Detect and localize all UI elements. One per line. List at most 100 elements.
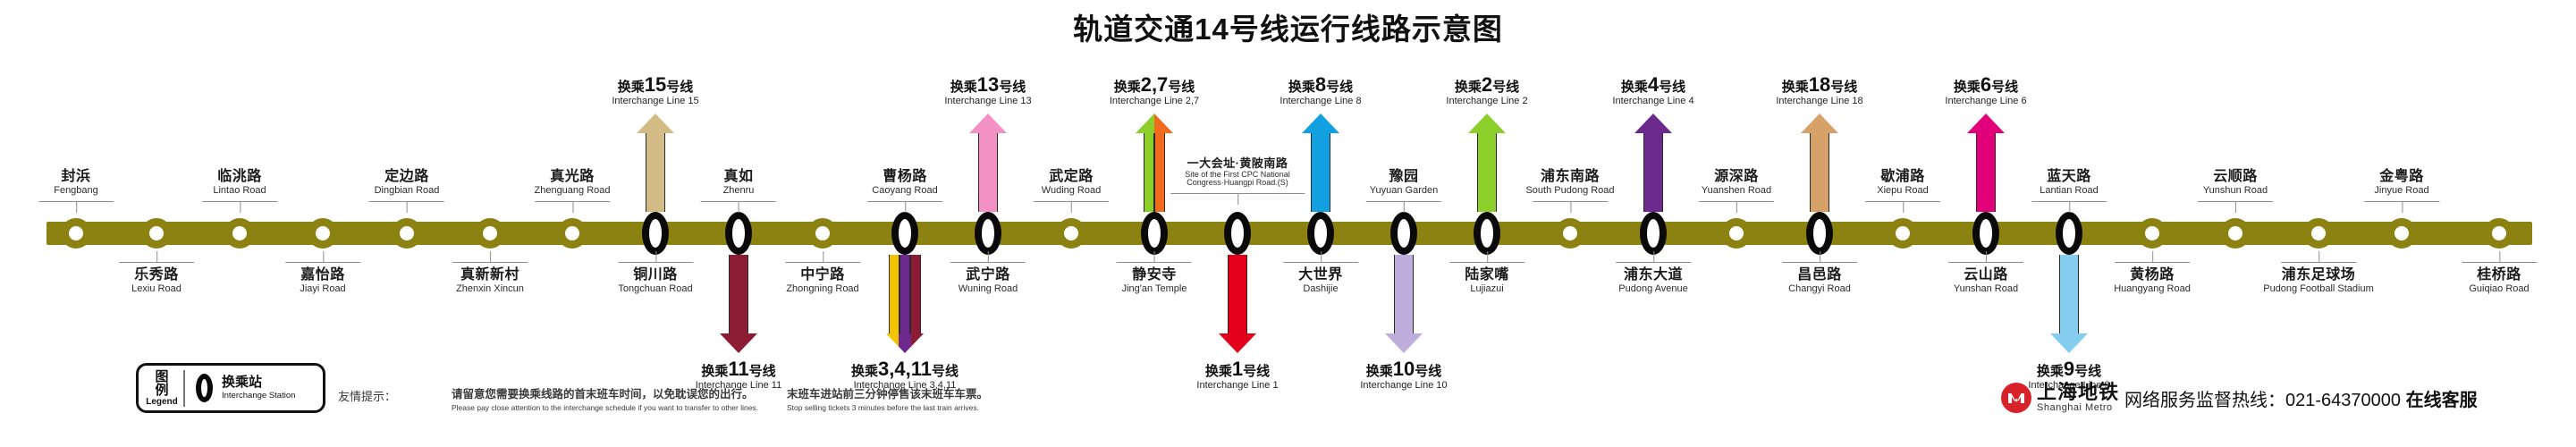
station-dot-icon — [2303, 218, 2334, 249]
station-name-en: Guiqiao Road — [2469, 283, 2530, 294]
station-marker[interactable] — [1640, 212, 1667, 255]
arrow-glyph — [720, 255, 757, 353]
legend-item-en: Interchange Station — [222, 390, 296, 401]
station-dot-icon — [2386, 218, 2417, 249]
label-leader-tick — [489, 251, 491, 263]
station-marker[interactable] — [2220, 218, 2251, 249]
station-marker[interactable] — [2056, 212, 2082, 255]
interchange-label-en: Interchange Line 6 — [1945, 95, 2027, 106]
arrow-glyph — [969, 114, 1007, 212]
station-marker[interactable] — [141, 218, 172, 249]
label-leader-tick — [2152, 251, 2153, 263]
label-leader-tick — [2402, 201, 2403, 214]
label-leader-tick — [1403, 201, 1405, 214]
station-marker[interactable] — [1224, 212, 1251, 255]
station-marker[interactable] — [1141, 212, 1168, 255]
arrow-glyph — [1385, 255, 1423, 353]
station-marker[interactable] — [891, 212, 918, 255]
legend-title-cn-1: 图 — [155, 368, 169, 384]
interchange-arrow-line-1 — [1219, 255, 1256, 353]
station-marker[interactable] — [1888, 218, 1918, 249]
station-name-en: Dingbian Road — [374, 184, 440, 196]
label-leader-tick — [987, 251, 989, 263]
legend-title-en: Legend — [146, 396, 178, 407]
station-marker[interactable] — [2386, 218, 2417, 249]
interchange-arrow-line-13 — [969, 114, 1007, 212]
station-name-en: South Pudong Road — [1525, 184, 1615, 196]
station-marker[interactable] — [1390, 212, 1417, 255]
brand-block: 上海地铁 Shanghai Metro 网络服务监督热线：021-6437000… — [2001, 383, 2478, 413]
station-dot-icon — [2220, 218, 2251, 249]
station-name-cn: 昌邑路 — [1797, 267, 1842, 283]
station-name-en: Xiepu Road — [1877, 184, 1929, 196]
station-marker[interactable] — [807, 218, 838, 249]
interchange-station-icon — [2056, 212, 2082, 255]
station-marker[interactable] — [642, 212, 669, 255]
interchange-label-cn: 换乘8号线 — [1288, 73, 1354, 96]
station-marker[interactable] — [1555, 218, 1585, 249]
arrow-glyph — [886, 255, 924, 353]
label-leader-tick — [239, 201, 241, 214]
station-marker[interactable] — [308, 218, 338, 249]
station-marker[interactable] — [557, 218, 587, 249]
station-name-cn: 歇浦路 — [1880, 169, 1925, 184]
interchange-station-icon — [1224, 212, 1251, 255]
station-marker[interactable] — [1307, 212, 1334, 255]
brand-name-en: Shanghai Metro — [2037, 402, 2113, 413]
station-marker[interactable] — [2303, 218, 2334, 249]
notice-second-en: Stop selling tickets 3 minutes before th… — [787, 403, 979, 412]
interchange-arrow-line-4 — [1634, 114, 1672, 212]
station-marker[interactable] — [2484, 218, 2514, 249]
label-leader-tick — [1237, 192, 1238, 205]
station-marker[interactable] — [475, 218, 505, 249]
station-name-en: Huangyang Road — [2114, 283, 2191, 294]
station-marker[interactable] — [1972, 212, 1999, 255]
station-marker[interactable] — [392, 218, 422, 249]
label-leader-tick — [1486, 251, 1488, 263]
notice-second: 末班车进站前三分钟停售该末班车车票。 Stop selling tickets … — [787, 384, 988, 412]
interchange-label-en: Interchange Line 13 — [944, 95, 1032, 106]
interchange-label-en: Interchange Line 2 — [1446, 95, 1528, 106]
station-marker[interactable] — [1474, 212, 1500, 255]
label-leader-tick — [1154, 251, 1155, 263]
station-name-cn: 云山路 — [1964, 267, 2008, 283]
station-marker[interactable] — [1806, 212, 1833, 255]
station-marker[interactable] — [725, 212, 752, 255]
legend-item-cn: 换乘站 — [222, 375, 263, 391]
interchange-label-en: Interchange Line 9 — [2028, 379, 2110, 391]
station-name-en: Zhongning Road — [786, 283, 859, 294]
station-dot-icon — [2484, 218, 2514, 249]
interchange-label-en: Interchange Line 4 — [1612, 95, 1694, 106]
station-dot-icon — [224, 218, 255, 249]
interchange-label-cn: 换乘2,7号线 — [1113, 73, 1195, 96]
station-marker[interactable] — [224, 218, 255, 249]
online-service-link[interactable]: 在线客服 — [2405, 390, 2478, 410]
arrow-glyph — [1219, 255, 1256, 353]
route-trunk-line — [46, 222, 2532, 245]
station-marker[interactable] — [2137, 218, 2167, 249]
interchange-label-cn: 换乘18号线 — [1781, 73, 1858, 96]
label-leader-tick — [904, 201, 906, 214]
interchange-station-icon — [975, 212, 1001, 255]
station-marker[interactable] — [1056, 218, 1086, 249]
label-leader-tick — [1985, 251, 1987, 263]
station-name-cn: 武定路 — [1049, 169, 1094, 184]
station-marker[interactable] — [1721, 218, 1752, 249]
station-name-cn: 一大会址·黄陂南路 — [1187, 156, 1288, 170]
label-leader-tick — [1570, 201, 1571, 214]
station-marker[interactable] — [975, 212, 1001, 255]
station-marker[interactable] — [61, 218, 91, 249]
